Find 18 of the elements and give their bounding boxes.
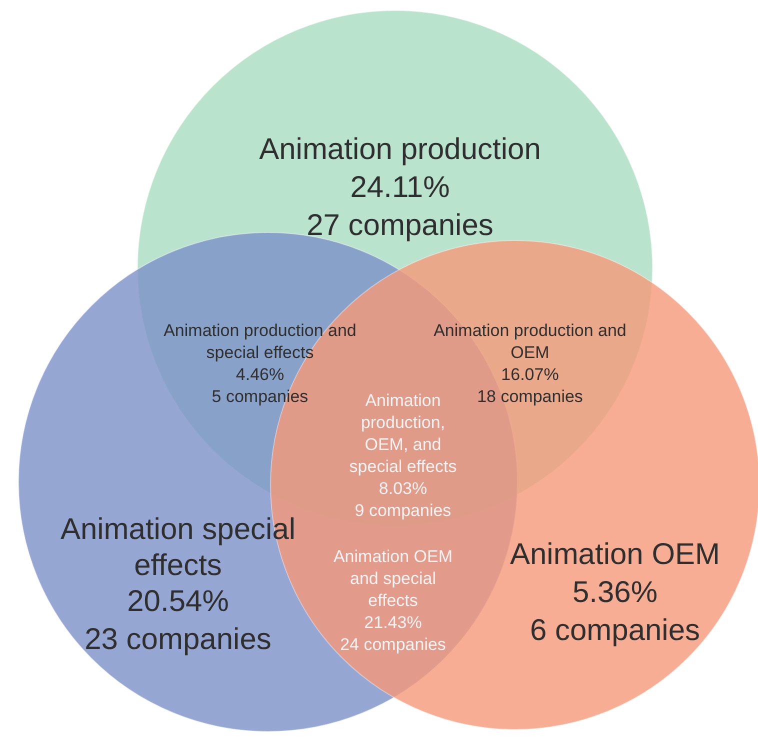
percentage: 4.46% — [234, 364, 286, 386]
region-name: Animation production and OEM — [432, 320, 628, 364]
company-count: 23 companies — [84, 622, 272, 658]
region-name: Animation OEM and special effects — [332, 546, 454, 612]
percentage: 8.03% — [378, 478, 428, 500]
company-count: 9 companies — [354, 500, 452, 522]
percentage: 16.07% — [500, 364, 560, 386]
region-name: Animation production, OEM, and special effects — [348, 390, 458, 478]
percentage: 5.36% — [571, 575, 659, 611]
set-name: Animation production — [258, 132, 542, 168]
percentage: 24.11% — [349, 170, 451, 206]
set-name: Animation special effects — [59, 512, 297, 584]
percentage: 20.54% — [126, 584, 230, 620]
company-count: 27 companies — [306, 208, 494, 244]
percentage: 21.43% — [363, 612, 423, 634]
company-count: 6 companies — [528, 613, 702, 649]
company-count: 24 companies — [339, 634, 447, 656]
set-name: Animation OEM — [508, 537, 722, 573]
